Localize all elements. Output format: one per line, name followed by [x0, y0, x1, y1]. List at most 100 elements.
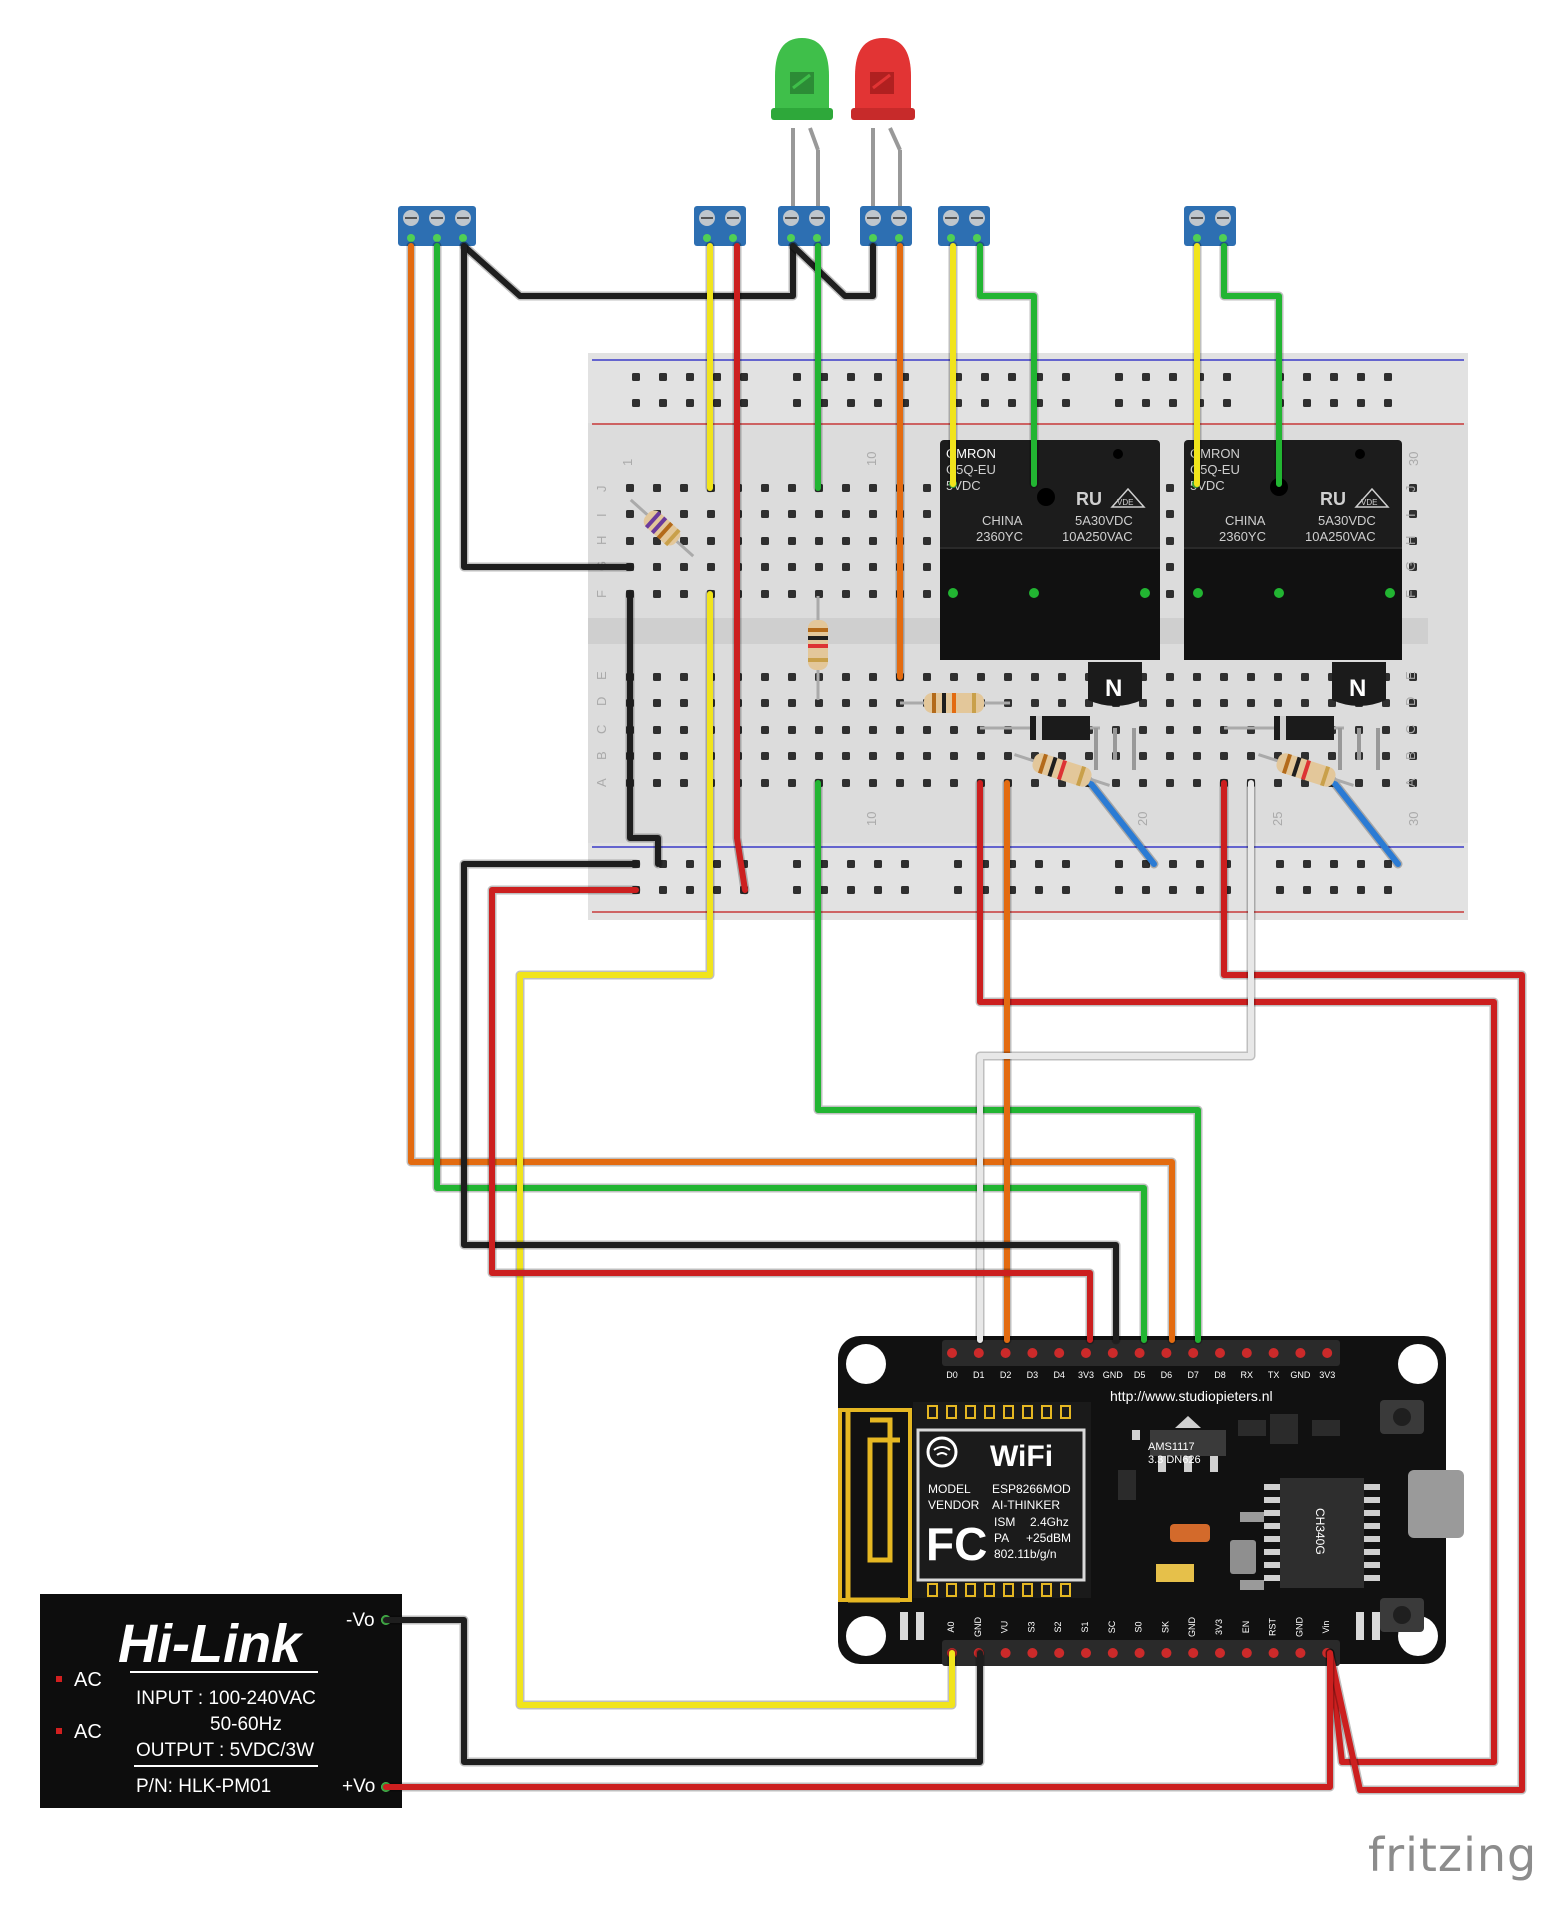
ac-pin-1 — [56, 1676, 62, 1682]
rail-hole — [981, 399, 989, 407]
hole — [1193, 726, 1201, 734]
hole — [842, 484, 850, 492]
hole — [1193, 779, 1201, 787]
resistor-1 — [629, 498, 695, 558]
hole — [815, 563, 823, 571]
hole — [923, 752, 931, 760]
hole — [869, 484, 877, 492]
rail-hole — [901, 860, 909, 868]
hole — [869, 779, 877, 787]
hole — [761, 752, 769, 760]
rail-hole — [954, 860, 962, 868]
row-label-b: B — [594, 751, 609, 760]
relay-2-code: 2360YC — [1219, 529, 1266, 544]
hole — [869, 673, 877, 681]
pin-label-bottom: Vin — [1321, 1621, 1331, 1634]
wire-orange-d6 — [408, 243, 1175, 1343]
transistor-1: N — [1088, 662, 1142, 770]
hole — [1409, 699, 1417, 707]
rail-hole — [1062, 373, 1070, 381]
pin-rst — [1268, 1648, 1279, 1658]
row-label-d: D — [594, 697, 609, 706]
hole — [1166, 673, 1174, 681]
col-number-10-bottom: 10 — [864, 812, 879, 826]
pin-3v3 — [1081, 1348, 1091, 1358]
rail-hole — [901, 886, 909, 894]
rail-hole — [847, 886, 855, 894]
hole — [1193, 673, 1201, 681]
rail-hole — [632, 373, 640, 381]
wire-red-hilink — [383, 1650, 1333, 1790]
pin-label-top: 3V3 — [1319, 1370, 1335, 1380]
transistor-2: N — [1332, 662, 1386, 770]
pin-rx — [1241, 1348, 1252, 1358]
pin-d5 — [1134, 1348, 1145, 1358]
wire-red-relay1 — [977, 780, 1497, 1765]
pin-d8 — [1215, 1348, 1225, 1358]
relay-1-model: G5Q-EU — [946, 462, 996, 477]
hole — [761, 484, 769, 492]
hilink-pn: P/N: HLK-PM01 — [136, 1776, 271, 1797]
hole — [869, 537, 877, 545]
wire-red-top — [734, 243, 748, 893]
rail-hole — [820, 373, 828, 381]
hole — [680, 510, 688, 518]
pin-d6 — [1161, 1348, 1172, 1358]
rail-hole — [1142, 373, 1150, 381]
rail-hole — [1142, 860, 1150, 868]
led-green — [771, 38, 833, 216]
pin-label-bottom: S1 — [1080, 1621, 1090, 1632]
wire-blue-2 — [1329, 777, 1401, 867]
hole — [680, 699, 688, 707]
hole — [680, 673, 688, 681]
pin-gnd — [1107, 1348, 1118, 1358]
resistor-2 — [808, 596, 828, 700]
pin-label-top: D0 — [946, 1370, 958, 1380]
rail-hole — [713, 373, 721, 381]
rail-hole — [793, 399, 801, 407]
hole — [977, 752, 985, 760]
rail-hole — [954, 886, 962, 894]
pin-label-top: GND — [1103, 1370, 1124, 1380]
rail-hole — [1169, 860, 1177, 868]
wire-yellow-a0 — [517, 591, 955, 1708]
relay-1-vde: VDE — [1117, 498, 1133, 507]
rail-hole — [847, 373, 855, 381]
pin-label-bottom: VU — [1000, 1621, 1010, 1634]
hole — [653, 779, 661, 787]
hole — [1085, 752, 1093, 760]
hole — [1409, 590, 1417, 598]
regulator-label-2: 3.3 DN626 — [1148, 1454, 1201, 1466]
rail-hole — [793, 886, 801, 894]
terminal-block-5 — [938, 206, 990, 246]
relay-2-brand: OMRON — [1190, 446, 1240, 461]
terminal-block-2 — [694, 206, 746, 246]
hole — [1193, 699, 1201, 707]
pin-label-top: TX — [1268, 1370, 1280, 1380]
row-label-j-right: J — [1403, 486, 1418, 493]
row-label-g-right: G — [1403, 561, 1418, 571]
rail-hole — [1008, 399, 1016, 407]
rail-hole — [1384, 373, 1392, 381]
rail-hole — [1062, 886, 1070, 894]
relay-2-ul: RU — [1320, 489, 1346, 509]
pin-label-top: D3 — [1027, 1370, 1039, 1380]
pin-3v3 — [1215, 1648, 1225, 1658]
hole — [950, 779, 958, 787]
fc-logo: FC — [926, 1518, 987, 1570]
rail-hole — [1035, 860, 1043, 868]
hole — [1382, 699, 1390, 707]
hole — [1409, 752, 1417, 760]
espressif-icon — [926, 1436, 958, 1468]
hole — [626, 537, 634, 545]
row-label-i-right: I — [1403, 513, 1418, 517]
hole — [761, 673, 769, 681]
hole — [680, 752, 688, 760]
hole — [1004, 673, 1012, 681]
pin-label-bottom: SK — [1160, 1621, 1170, 1633]
wire-black-gnd — [461, 861, 1119, 1343]
rail-hole — [1303, 399, 1311, 407]
row-label-d-right: D — [1403, 697, 1418, 706]
hole — [707, 563, 715, 571]
rail-hole — [820, 399, 828, 407]
